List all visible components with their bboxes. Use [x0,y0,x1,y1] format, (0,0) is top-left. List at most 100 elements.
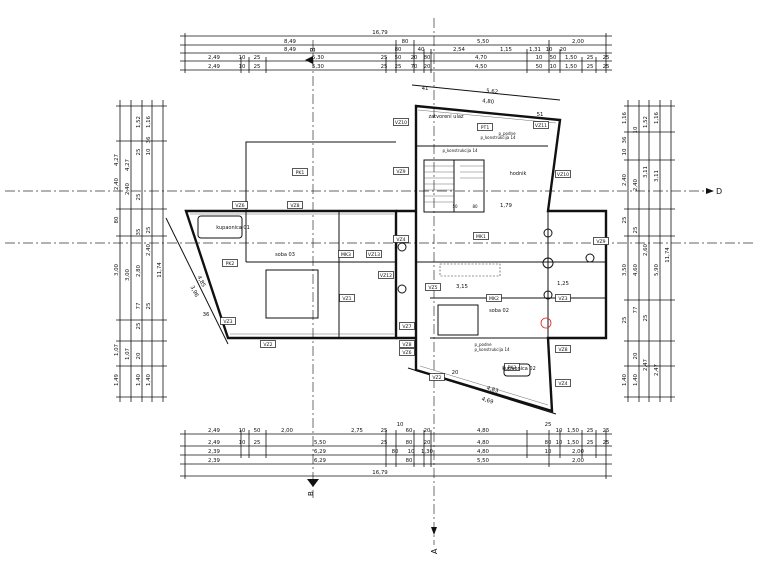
dim-label: 20 [424,440,431,446]
dim-label: 4,80 [482,98,495,105]
dim-label: 25 [622,317,628,324]
room-tag-label: VZ6 [402,350,411,356]
dim-label: 25 [381,55,388,61]
dim-label: 25 [587,428,594,434]
axis-label-b-top: B [309,47,317,52]
dim-label: 70 [411,64,418,70]
room-tag: VZ13 [366,250,382,258]
room-tag-label: VZ10 [395,120,407,126]
dim-label: 25 [603,55,610,61]
dim-label: 2,40 [633,178,639,191]
dim-label: 5,50 [477,39,490,45]
dim-label: 1,50 [567,440,580,446]
dim-label: 80 [545,440,552,446]
dim-label: 80 [114,216,120,223]
room-tag-label: VZ5 [428,285,437,291]
dim-label: 25 [381,64,388,70]
room-tag-label: VZ7 [402,324,411,330]
room-tag: VZ8 [555,345,571,353]
dim-label: 25 [603,428,610,434]
room-tag-label: MK3 [341,252,351,258]
dim-label: 20 [452,370,459,376]
room-tag-label: PT1 [481,125,490,131]
dim-label: 36 [622,136,628,143]
room-tag-label: MK1 [476,234,486,240]
dim-label: 2,40 [114,177,120,190]
dim-label: 4,70 [475,55,488,61]
room-tag: VZ4 [393,235,409,243]
dim-label: 2,40 [146,243,152,256]
dim-label: 20 [411,55,418,61]
axis-label-d: D [716,187,722,196]
dim-label: 4,85 [196,275,207,288]
room-tag-label: VZ13 [368,252,380,258]
room-tag: VZ10 [393,118,409,126]
room-tag: VZ9 [593,237,609,245]
dim-label: 10 [239,55,246,61]
room-tag-label: MK2 [489,296,499,302]
dim-label: 25 [633,227,639,234]
dim-label: 10 [239,428,246,434]
dim-label: 25 [395,64,402,70]
room-name: kupaonica 02 [502,366,536,372]
room-tag: PK3 [504,363,520,371]
dim-label: 10 [633,126,639,133]
dim-label: 4,50 [475,64,488,70]
room-tag: MK2 [486,294,502,302]
axis-lines [5,18,755,545]
dim-label: 2,39 [208,449,221,455]
dim-label: 2,40 [125,182,131,195]
dim-label: 10 [536,55,543,61]
dim-label: 11,74 [665,247,671,263]
dim-label: 6,29 [314,449,327,455]
room-tag-label: PK1 [296,170,305,176]
dim-label: 8,49 [284,47,297,53]
dim-label: 3,11 [643,166,649,178]
dim-label: 1,40 [136,373,142,386]
dim-label: 3,96 [189,285,200,299]
dim-label: 1,16 [146,115,152,128]
room-note: 1,79 [500,203,513,209]
dim-label: 77 [633,307,639,314]
room-tag: VZ12 [378,271,394,279]
dim-label: 3,00 [114,263,120,276]
dim-label: 10 [546,47,553,53]
room-tag: VZ3 [555,294,571,302]
dim-label: 10 [550,64,557,70]
axis-label-b-bottom: B [307,491,315,496]
dim-label: 80 [406,440,413,446]
room-tag-label: VZ2 [263,342,272,348]
dim-label: 50 [550,55,557,61]
axis-marker-d: D [706,187,722,196]
axis-marker-b-top: B [305,47,317,64]
dim-label: 1,50 [565,55,578,61]
room-note: 50 [452,204,458,209]
dim-label: 77 [136,303,142,310]
dim-label: 25 [587,55,594,61]
room-tag-label: PK2 [226,261,235,267]
dim-label: 16,79 [372,30,388,36]
dim-label: 4,69 [481,396,495,405]
dim-label: 5,50 [477,458,490,464]
diagonal-dimensions: 5,62 4,80 41 51 4,83 4,69 4,85 3,96 20 3… [189,86,544,406]
dim-label: 25 [603,64,610,70]
dim-label: 80 [424,55,431,61]
dim-label: 4,60 [633,263,639,276]
dim-label: 25 [587,440,594,446]
dim-label: 20 [424,428,431,434]
dim-label: 10 [556,428,563,434]
room-tag: VZ11 [533,121,549,129]
room-tag-label: VZ3 [558,296,567,302]
dim-label: 1,30 [421,449,434,455]
dim-label: 41 [422,86,429,92]
room-tag-label: VZ8 [290,203,299,209]
dim-label: 2,47 [643,359,649,371]
dim-label: 10 [146,148,152,155]
dim-label: 1,31 [529,47,541,53]
room-tag: VZ1 [339,294,355,302]
dim-label: 25 [545,422,552,428]
room-tag: PK2 [222,259,238,267]
room-names: kupaonica 01 soba 03 hodnik soba 02 kupa… [216,114,536,372]
dim-label: 25 [254,64,261,70]
dim-label: 25 [622,217,628,224]
